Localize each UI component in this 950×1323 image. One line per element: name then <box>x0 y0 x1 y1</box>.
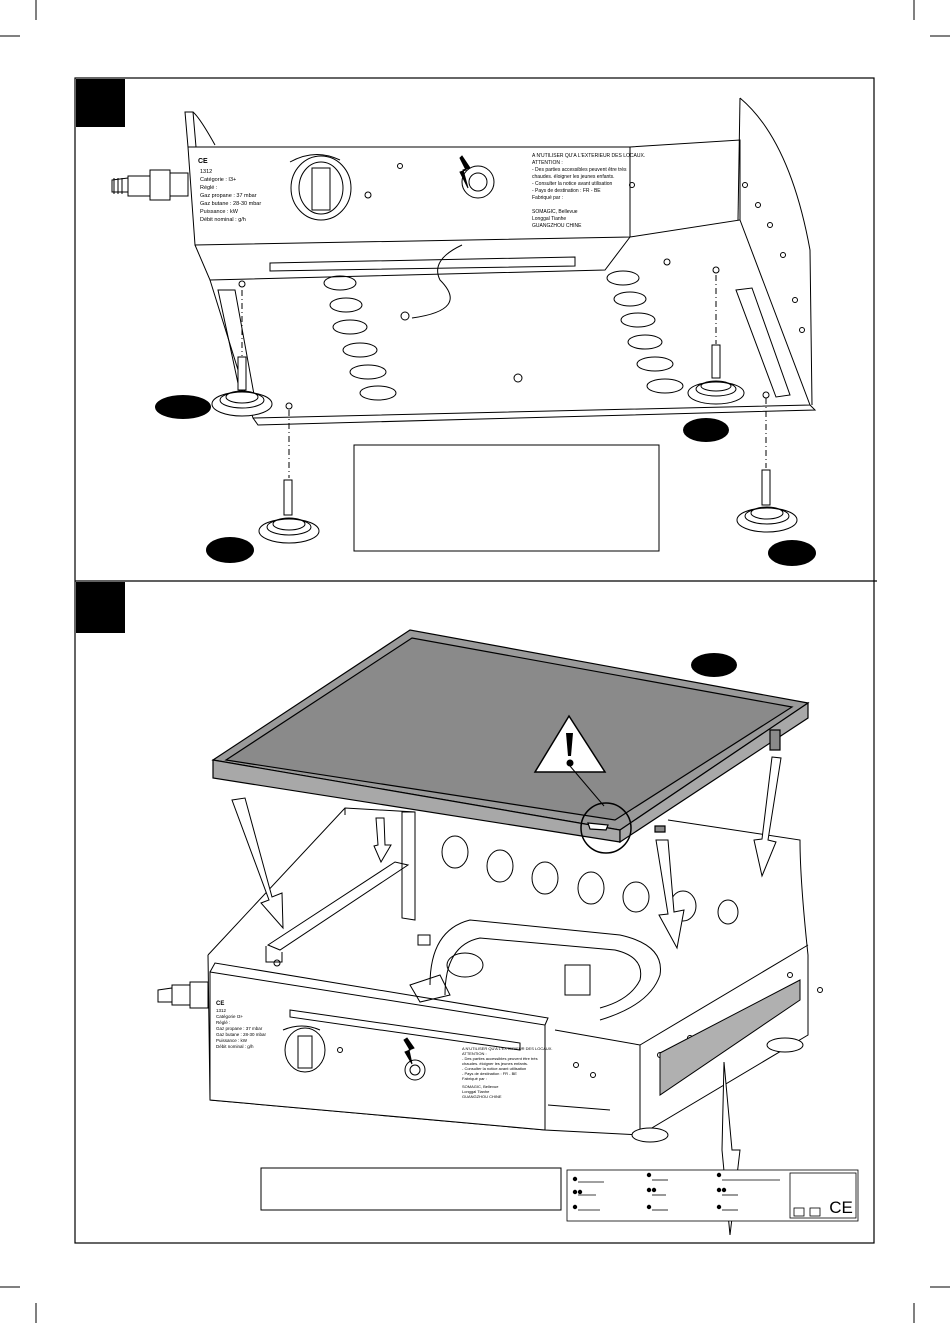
side-label-strip <box>659 979 801 1096</box>
panel2-plate-line-4: Gaz butane : 28-30 mbar <box>216 1032 267 1037</box>
panel1-warning-3: chaudes. éloigner les jeunes enfants. <box>532 174 615 180</box>
panel1-warning-9: Longgal Tianhe <box>532 216 566 222</box>
panel2-warning-1: ATTENTION : <box>462 1051 487 1056</box>
panel2-plate-ce: CE <box>216 1001 224 1007</box>
panel2-caption-box <box>260 1167 562 1211</box>
page-frame <box>74 77 875 1244</box>
panel2-plate-line-2: Réglé : <box>216 1020 230 1025</box>
part-label-oval <box>768 540 816 566</box>
panel1-warning-8: SOMAGIC, Bellevue <box>532 209 578 215</box>
panel1-plate-line-5: Puissance : kW <box>200 209 239 215</box>
rating-label-dots <box>572 1172 727 1210</box>
step-marker-1 <box>76 79 125 127</box>
panel1-warning-10: GUANGZHOU CHINE <box>532 223 582 229</box>
panel1-warning-2: - Des parties accessibles peuvent être t… <box>532 167 627 173</box>
panel2-plate-line-1: Catégorie I3+ <box>216 1014 244 1019</box>
panel2-plate-line-3: Gaz propane : 37 mbar <box>216 1026 263 1031</box>
panel1-plate-line-0: 1312 <box>200 169 212 175</box>
panel1-warning-4: - Consulter la notice avant utilisation <box>532 181 613 187</box>
rating-label-ce: CE <box>829 1198 853 1217</box>
panel1-plate-line-2: Réglé : <box>200 185 218 191</box>
panel1-data-plate: CE 1312 Catégorie : I3+ Réglé : Gaz prop… <box>198 158 261 223</box>
panel2-part-label-oval <box>691 653 737 677</box>
panel1-plate-line-4: Gaz butane : 28-30 mbar <box>200 201 261 207</box>
panel2-drawing <box>157 807 823 1143</box>
panel1-drawing <box>111 97 817 544</box>
warning-icon <box>533 714 632 854</box>
panel1-plate-line-1: Catégorie : I3+ <box>200 177 236 183</box>
panel1-warning-5: - Pays de destination : FR - BE <box>532 188 601 194</box>
rating-label <box>566 1169 859 1222</box>
panel2-warning-0: A N'UTILISER QU'A L'EXTERIEUR DES LOCAUX… <box>462 1046 553 1051</box>
panel2-plate-line-5: Puissance : kW <box>216 1038 248 1043</box>
panel2-warning-text: A N'UTILISER QU'A L'EXTERIEUR DES LOCAUX… <box>462 1046 553 1099</box>
panel2-warning-6: Fabriqué par : <box>462 1076 487 1081</box>
panel2-plate-line-0: 1312 <box>216 1008 227 1013</box>
panel1-plate-ce: CE <box>198 158 208 165</box>
part-label-oval <box>683 418 729 442</box>
panel2-warning-4: - Consulter la notice avant utilisation <box>462 1066 526 1071</box>
panel2-data-plate: CE 1312 Catégorie I3+ Réglé : Gaz propan… <box>216 1001 267 1049</box>
panel1-part-labels <box>155 395 816 566</box>
panel2-warning-8: Longgal Tianhe <box>462 1089 490 1094</box>
panel1-plate-line-3: Gaz propane : 37 mbar <box>200 193 257 199</box>
panel2-warning-9: GUANGZHOU CHINE <box>462 1094 502 1099</box>
part-label-oval <box>206 537 254 563</box>
panel2-warning-2: - Des parties accessibles peuvent être t… <box>462 1056 538 1061</box>
panel1-warning-0: A N'UTILISER QU'A L'EXTERIEUR DES LOCAUX… <box>532 153 645 159</box>
panel1-caption-box <box>353 444 660 552</box>
panel2-warning-3: chaudes. éloigner les jeunes enfants. <box>462 1061 528 1066</box>
panel1-warning-text: A N'UTILISER QU'A L'EXTERIEUR DES LOCAUX… <box>532 153 645 229</box>
griddle-plate <box>211 629 810 844</box>
panel1-plate-line-6: Débit nominal : g/h <box>200 217 246 223</box>
panel2-plate-line-6: Débit nominal : g/h <box>216 1044 254 1049</box>
step-marker-2 <box>76 582 125 633</box>
panel1-warning-1: ATTENTION : <box>532 160 563 166</box>
panel2-warning-5: - Pays de destination : FR - BE <box>462 1071 517 1076</box>
part-label-oval <box>155 395 211 419</box>
panel1-warning-6: Fabriqué par : <box>532 195 563 201</box>
panel2-warning-7: SOMAGIC, Bellevue <box>462 1084 499 1089</box>
